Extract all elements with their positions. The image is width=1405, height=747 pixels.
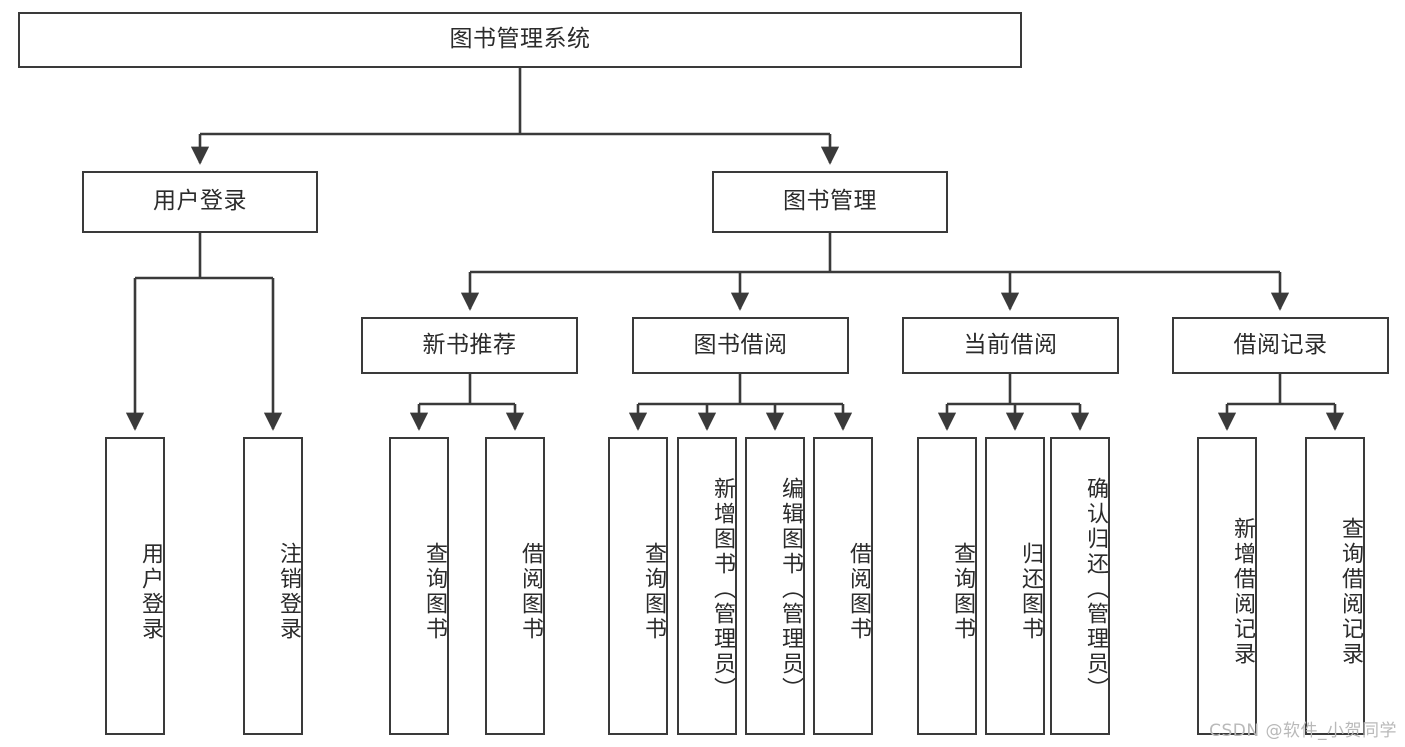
node-book-borrow[interactable]: 图书借阅 (632, 317, 849, 374)
node-book-management[interactable]: 图书管理 (712, 171, 948, 233)
node-label: 用户登录 (153, 188, 247, 215)
node-label: 当前借阅 (963, 331, 1058, 358)
node-label: 图书借阅 (693, 331, 788, 358)
leaf-borrow-record-add-record[interactable]: 新增借阅记录 (1197, 437, 1257, 735)
node-label: 新增图书（管理员） (710, 476, 735, 702)
node-label: 用户登录 (138, 542, 163, 642)
node-label: 新增借阅记录 (1230, 517, 1255, 667)
node-label: 图书管理系统 (449, 26, 591, 53)
watermark-text: CSDN @软件_小贺同学 (1209, 721, 1397, 741)
node-label: 新书推荐 (422, 331, 517, 358)
leaf-book-borrow-edit-book-admin[interactable]: 编辑图书（管理员） (745, 437, 805, 735)
node-label: 借阅图书 (518, 542, 543, 642)
node-label: 查询图书 (641, 542, 666, 642)
node-label: 查询图书 (950, 542, 975, 642)
leaf-current-borrow-confirm-return-admin[interactable]: 确认归还（管理员） (1050, 437, 1110, 735)
node-label: 借阅图书 (846, 542, 871, 642)
node-label: 图书管理 (783, 188, 877, 215)
leaf-book-borrow-query-book[interactable]: 查询图书 (608, 437, 668, 735)
node-new-book-recommend[interactable]: 新书推荐 (361, 317, 578, 374)
leaf-user-login-logout[interactable]: 注销登录 (243, 437, 303, 735)
leaf-current-borrow-return-book[interactable]: 归还图书 (985, 437, 1045, 735)
node-label: 归还图书 (1018, 542, 1043, 642)
node-label: 查询图书 (422, 542, 447, 642)
leaf-borrow-record-query-record[interactable]: 查询借阅记录 (1305, 437, 1365, 735)
node-user-login[interactable]: 用户登录 (82, 171, 318, 233)
leaf-new-book-query-book[interactable]: 查询图书 (389, 437, 449, 735)
leaf-current-borrow-query-book[interactable]: 查询图书 (917, 437, 977, 735)
node-label: 查询借阅记录 (1338, 517, 1363, 667)
node-current-borrow[interactable]: 当前借阅 (902, 317, 1119, 374)
node-label: 注销登录 (276, 542, 301, 642)
node-borrow-record[interactable]: 借阅记录 (1172, 317, 1389, 374)
node-root-system[interactable]: 图书管理系统 (18, 12, 1022, 68)
leaf-book-borrow-borrow-book[interactable]: 借阅图书 (813, 437, 873, 735)
leaf-user-login-login[interactable]: 用户登录 (105, 437, 165, 735)
leaf-new-book-borrow-book[interactable]: 借阅图书 (485, 437, 545, 735)
leaf-book-borrow-add-book-admin[interactable]: 新增图书（管理员） (677, 437, 737, 735)
node-label: 借阅记录 (1233, 331, 1328, 358)
node-label: 编辑图书（管理员） (778, 476, 803, 702)
node-label: 确认归还（管理员） (1083, 476, 1108, 702)
